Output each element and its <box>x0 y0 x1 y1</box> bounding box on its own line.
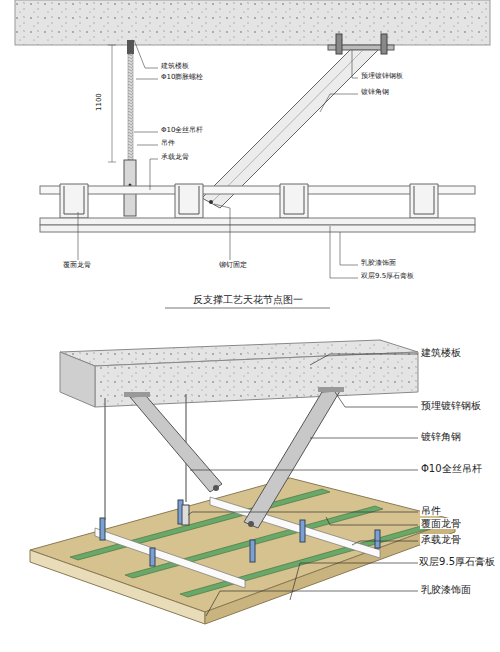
part-label: 覆面龙骨 <box>62 262 92 270</box>
part-label: 建筑楼板 <box>160 63 190 71</box>
part-label: 镀锌角钢 <box>420 431 462 442</box>
part-label: 铆钉固定 <box>218 262 248 270</box>
part-label: 双层9.5厚石膏板 <box>418 556 496 567</box>
part-label: 乳胶漆饰面 <box>360 260 397 268</box>
part-label: Φ10膨胀螺栓 <box>160 74 204 82</box>
part-label: 覆面龙骨 <box>420 518 462 529</box>
part-label: 乳胶漆饰面 <box>420 584 472 595</box>
part-label: Φ10全丝吊杆 <box>420 463 483 474</box>
part-label: Φ10全丝吊杆 <box>160 127 204 135</box>
part-label: 承载龙骨 <box>160 154 190 162</box>
part-label: 吊件 <box>160 140 176 148</box>
dimension-text: 1100 <box>96 92 104 112</box>
part-label: 镀锌角钢 <box>360 89 390 97</box>
part-label: 预埋镀锌钢板 <box>360 73 404 81</box>
part-label: 承载龙骨 <box>420 534 462 545</box>
drawing-title: 反支撑工艺天花节点图一 <box>192 294 304 305</box>
part-label: 建筑楼板 <box>420 347 462 358</box>
part-label: 吊件 <box>420 505 442 516</box>
part-label: 预埋镀锌钢板 <box>420 400 482 411</box>
part-label: 双层9.5厚石膏板 <box>360 273 415 281</box>
